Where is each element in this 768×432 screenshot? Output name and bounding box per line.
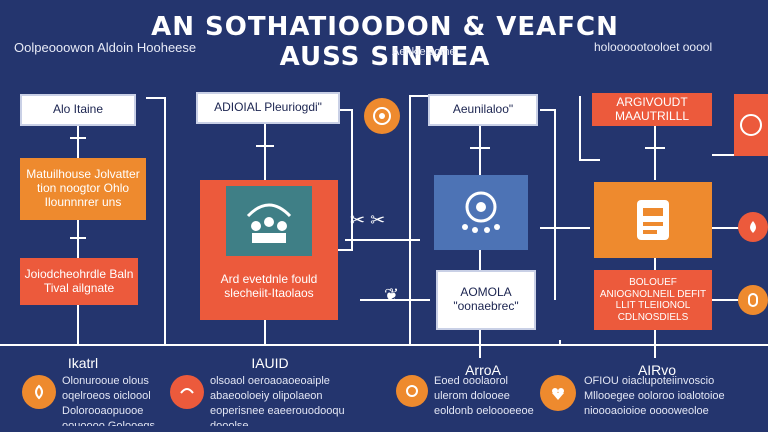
ring-people-icon — [434, 175, 528, 250]
hands-icon — [170, 375, 204, 409]
col1-bottom-box: Joiodcheohrdle Baln Tival ailgnate — [20, 258, 138, 305]
subtitle-left: Oolpeooowon Aldoin Hooheese — [14, 40, 197, 55]
col1-footer-text: Olonurooue olous oqelroeos oicloool Dolo… — [62, 375, 155, 426]
patient-card-icon — [637, 200, 669, 240]
hands-icon — [364, 98, 400, 134]
col4-footer-text: OFIOU oiaclupoteiinvoscio Mllooegee oolo… — [584, 375, 725, 417]
col3-label: ArroA — [465, 362, 501, 378]
pill-icon — [738, 285, 768, 315]
col1-middle-box: Matuilhouse Jolvatter tion noogtor Ohlo … — [20, 158, 146, 220]
heart-leaf-icon — [734, 94, 768, 156]
col2-label: IAUID — [251, 355, 289, 371]
subtitle-center: Aenkieiaome — [392, 46, 456, 58]
col3-top-box: Aeunilaloo" — [428, 94, 538, 126]
diagram-title: AN SOTHATIOODON & VEAFCN AUSS SINMEA — [151, 12, 619, 72]
heart-leaf-icon — [540, 375, 576, 411]
col4-label: AIRvo — [637, 362, 677, 378]
col2-panel: Ard evetdnle fould slecheiit-Itaolaos — [200, 180, 338, 320]
col2-top-box: ADIOIAL Pleuriogdi" — [196, 92, 340, 124]
col3-footer-text: Eoed ooolaorol ulerom dolooee eoldonb oe… — [434, 375, 534, 417]
col1-label: Ikatrl — [67, 355, 99, 371]
col2-footer-text: olsoaol oeroaoaoeoaiple abaeooloeiy olip… — [210, 375, 345, 426]
leaf-icon: ❦ — [384, 285, 400, 305]
col4-top-box: ARGIVOUDT MAAUTRILLL — [592, 93, 712, 126]
col4-middle-box — [594, 182, 712, 258]
col4-bottom-box: BOLOUEF ANIOGNOLNEIL DEFIT LLIT TLEIIONO… — [594, 270, 712, 330]
scissor-icon: ✂ ✂ — [350, 210, 386, 230]
col2-middle-box: Ard evetdnle fould slecheiit-Itaolaos — [220, 272, 318, 301]
col3-middle-box: AOMOLA "oonaebrec" — [436, 270, 536, 330]
flame-icon — [738, 212, 768, 242]
community-icon — [396, 375, 428, 407]
subtitle-right: holoooootooloet ooool — [594, 40, 713, 54]
community-icon — [226, 186, 312, 256]
pill-icon — [22, 375, 56, 409]
col1-top-box: Alo Itaine — [20, 94, 136, 126]
